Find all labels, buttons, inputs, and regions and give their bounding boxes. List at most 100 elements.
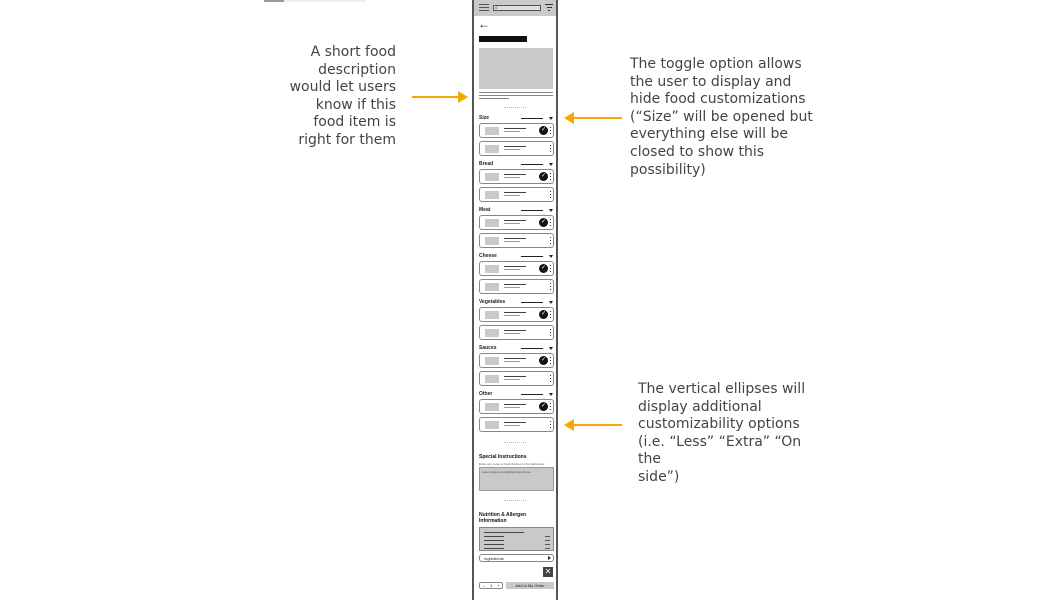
- vertical-ellipsis-icon[interactable]: [549, 127, 552, 136]
- vertical-ellipsis-icon[interactable]: [549, 311, 552, 320]
- check-icon[interactable]: ✓: [539, 126, 548, 135]
- arrow-right-icon: [412, 91, 468, 103]
- category-label: Sauces: [479, 345, 497, 351]
- special-instructions-hint: Enter any notes or food choices in the f…: [479, 462, 545, 466]
- option-title-line: [504, 376, 526, 377]
- vertical-ellipsis-icon[interactable]: [549, 191, 552, 200]
- vertical-ellipsis-icon[interactable]: [549, 145, 552, 154]
- option-row[interactable]: [479, 325, 554, 340]
- option-row[interactable]: ✓: [479, 307, 554, 322]
- annotation-line: The toggle option allows: [630, 56, 802, 72]
- category-underline: [521, 302, 543, 303]
- option-image-placeholder: [485, 375, 499, 383]
- search-input[interactable]: ⌕: [493, 5, 541, 11]
- check-icon[interactable]: ✓: [539, 402, 548, 411]
- check-icon[interactable]: ✓: [539, 172, 548, 181]
- option-row[interactable]: [479, 371, 554, 386]
- annotation-line: know if this: [315, 96, 396, 113]
- option-image-placeholder: [485, 145, 499, 153]
- annotation-line: customizability options: [638, 416, 800, 433]
- check-icon[interactable]: ✓: [539, 218, 548, 227]
- food-description-lines: [479, 92, 553, 101]
- caret-down-icon[interactable]: [549, 255, 553, 258]
- check-icon[interactable]: ✓: [539, 310, 548, 319]
- vertical-ellipsis-icon[interactable]: [549, 421, 552, 430]
- category-underline: [521, 164, 543, 165]
- close-icon[interactable]: ✕: [543, 567, 553, 577]
- nutrition-title-line1: Nutrition & Allergen: [479, 512, 527, 518]
- option-row[interactable]: ✓: [479, 353, 554, 368]
- option-title-line: [504, 192, 526, 193]
- option-row[interactable]: [479, 233, 554, 248]
- quantity-stepper[interactable]: – 1 +: [479, 582, 503, 589]
- vertical-ellipsis-icon[interactable]: [549, 357, 552, 366]
- filter-icon[interactable]: [545, 4, 553, 12]
- option-subtitle-line: [504, 425, 520, 426]
- category-toggle[interactable]: Bread: [479, 161, 553, 167]
- arrow-left-icon: [564, 419, 622, 431]
- section-divider: [504, 500, 526, 501]
- caret-down-icon[interactable]: [549, 347, 553, 350]
- category-toggle[interactable]: Size: [479, 115, 553, 121]
- category-label: Other: [479, 391, 493, 397]
- option-row[interactable]: ✓: [479, 215, 554, 230]
- category-label: Size: [479, 115, 490, 121]
- category-toggle[interactable]: Other: [479, 391, 553, 397]
- annotation-line: The vertical ellipses will: [638, 381, 806, 397]
- caret-down-icon[interactable]: [549, 209, 553, 212]
- special-instructions-title: Special Instructions: [479, 454, 527, 460]
- option-subtitle-line: [504, 177, 520, 178]
- option-image-placeholder: [485, 421, 499, 429]
- caret-down-icon[interactable]: [549, 117, 553, 120]
- hamburger-menu-icon[interactable]: [479, 4, 489, 12]
- option-row[interactable]: [479, 279, 554, 294]
- check-icon[interactable]: ✓: [539, 264, 548, 273]
- check-icon[interactable]: ✓: [539, 356, 548, 365]
- quantity-plus-button[interactable]: +: [497, 583, 500, 588]
- option-row[interactable]: ✓: [479, 169, 554, 184]
- category-toggle[interactable]: Sauces: [479, 345, 553, 351]
- option-row[interactable]: ✓: [479, 399, 554, 414]
- option-row[interactable]: ✓: [479, 123, 554, 138]
- annotation-line: (“Size” will be opened but: [630, 108, 813, 125]
- option-subtitle-line: [504, 379, 520, 380]
- option-image-placeholder: [485, 219, 499, 227]
- special-instructions-field[interactable]: Lorem ipsum something instructions...: [479, 467, 554, 491]
- annotation-line: description: [318, 61, 396, 78]
- caret-down-icon[interactable]: [549, 393, 553, 396]
- category-toggle[interactable]: Vegetables: [479, 299, 553, 305]
- arrow-left-icon: [564, 112, 622, 124]
- option-row[interactable]: ✓: [479, 261, 554, 276]
- ingredients-label: Ingredients: [484, 556, 504, 561]
- caret-down-icon[interactable]: [549, 301, 553, 304]
- vertical-ellipsis-icon[interactable]: [549, 265, 552, 274]
- category-label: Bread: [479, 161, 494, 167]
- option-title-line: [504, 174, 526, 175]
- caret-down-icon[interactable]: [549, 163, 553, 166]
- option-row[interactable]: [479, 141, 554, 156]
- annotation-line: A short food: [310, 44, 396, 60]
- vertical-ellipsis-icon[interactable]: [549, 237, 552, 246]
- option-row[interactable]: [479, 417, 554, 432]
- option-row[interactable]: [479, 187, 554, 202]
- option-image-placeholder: [485, 357, 499, 365]
- vertical-ellipsis-icon[interactable]: [549, 375, 552, 384]
- quantity-minus-button[interactable]: –: [483, 583, 486, 588]
- annotation-line: possibility): [630, 161, 706, 178]
- category-toggle[interactable]: Cheese: [479, 253, 553, 259]
- vertical-ellipsis-icon[interactable]: [549, 403, 552, 412]
- back-arrow-icon[interactable]: ←: [478, 17, 490, 31]
- app-top-bar: ⌕: [474, 0, 556, 16]
- add-to-order-button[interactable]: Add to My Order: [506, 582, 554, 589]
- category-toggle[interactable]: Meat: [479, 207, 553, 213]
- vertical-ellipsis-icon[interactable]: [549, 329, 552, 338]
- search-icon: ⌕: [495, 5, 498, 11]
- ingredients-toggle[interactable]: Ingredients: [479, 554, 554, 562]
- annotation-toggle: The toggle option allows the user to dis…: [630, 56, 820, 179]
- nutrition-table-placeholder: [479, 527, 554, 551]
- quantity-value: 1: [490, 583, 493, 588]
- vertical-ellipsis-icon[interactable]: [549, 283, 552, 292]
- vertical-ellipsis-icon[interactable]: [549, 173, 552, 182]
- option-title-line: [504, 312, 526, 313]
- vertical-ellipsis-icon[interactable]: [549, 219, 552, 228]
